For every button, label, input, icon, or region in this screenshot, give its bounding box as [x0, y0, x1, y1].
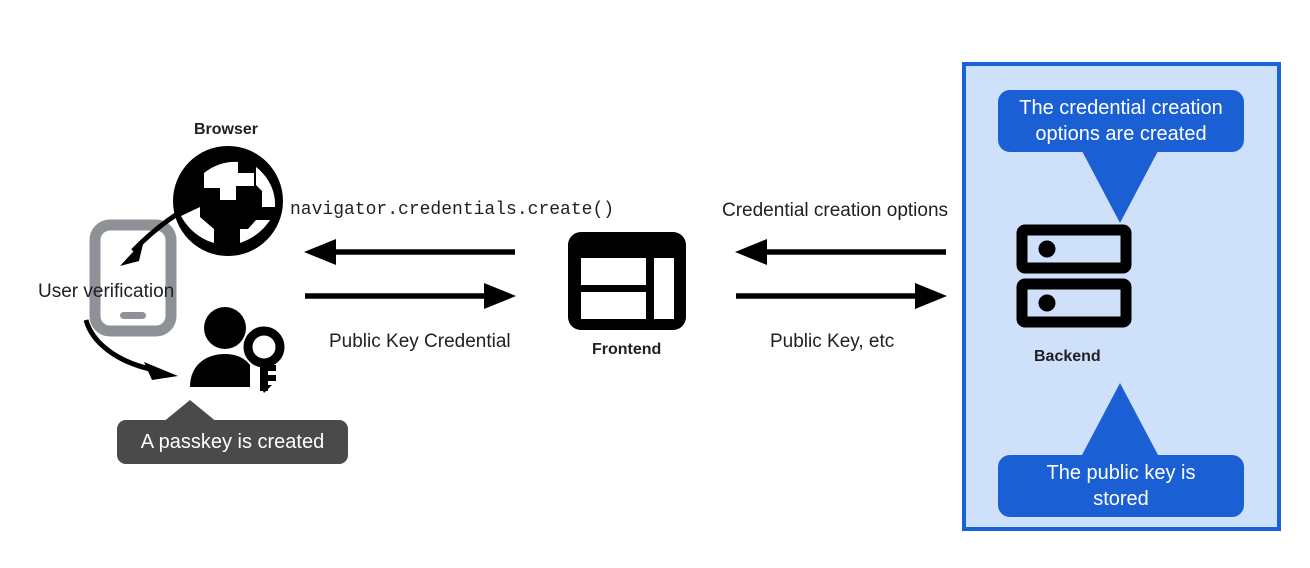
- backend-label: Backend: [1034, 348, 1101, 365]
- user-verification-label: User verification: [38, 281, 175, 302]
- frontend-label: Frontend: [592, 341, 662, 358]
- user-with-key-icon: [190, 307, 288, 393]
- callout-credential-options: The credential creation options are crea…: [998, 90, 1244, 152]
- browser-window-layout-icon: [568, 232, 686, 330]
- flow-label-public-key-etc: Public Key, etc: [770, 331, 895, 352]
- flow-label-public-key-credential: Public Key Credential: [329, 331, 511, 352]
- browser-label: Browser: [194, 121, 259, 138]
- passkey-tooltip-pointer: [162, 400, 218, 423]
- server-stack-icon: [1016, 224, 1132, 328]
- arrow-browser-frontend-out: [300, 282, 520, 310]
- arrow-browser-frontend-in: [300, 238, 520, 266]
- flow-label-navigator-create: navigator.credentials.create(): [290, 200, 615, 220]
- callout-public-key-stored-tail: [1082, 383, 1158, 455]
- arrow-globe-to-phone-icon: [100, 196, 210, 276]
- callout-public-key-stored: The public key is stored: [998, 455, 1244, 517]
- mobile-phone-icon: [89, 219, 177, 337]
- globe-icon: [170, 143, 286, 259]
- passkey-tooltip: A passkey is created: [117, 420, 348, 464]
- arrow-phone-to-user-icon: [78, 318, 198, 386]
- flow-label-credential-creation-options: Credential creation options: [722, 200, 949, 221]
- arrow-frontend-backend-in: [731, 238, 951, 266]
- callout-bottom-text: The public key is stored: [1046, 462, 1196, 510]
- arrow-frontend-backend-out: [731, 282, 951, 310]
- callout-top-text: The credential creation options are crea…: [1019, 97, 1223, 145]
- callout-credential-options-tail: [1082, 151, 1158, 223]
- passkey-tooltip-text: A passkey is created: [140, 430, 325, 453]
